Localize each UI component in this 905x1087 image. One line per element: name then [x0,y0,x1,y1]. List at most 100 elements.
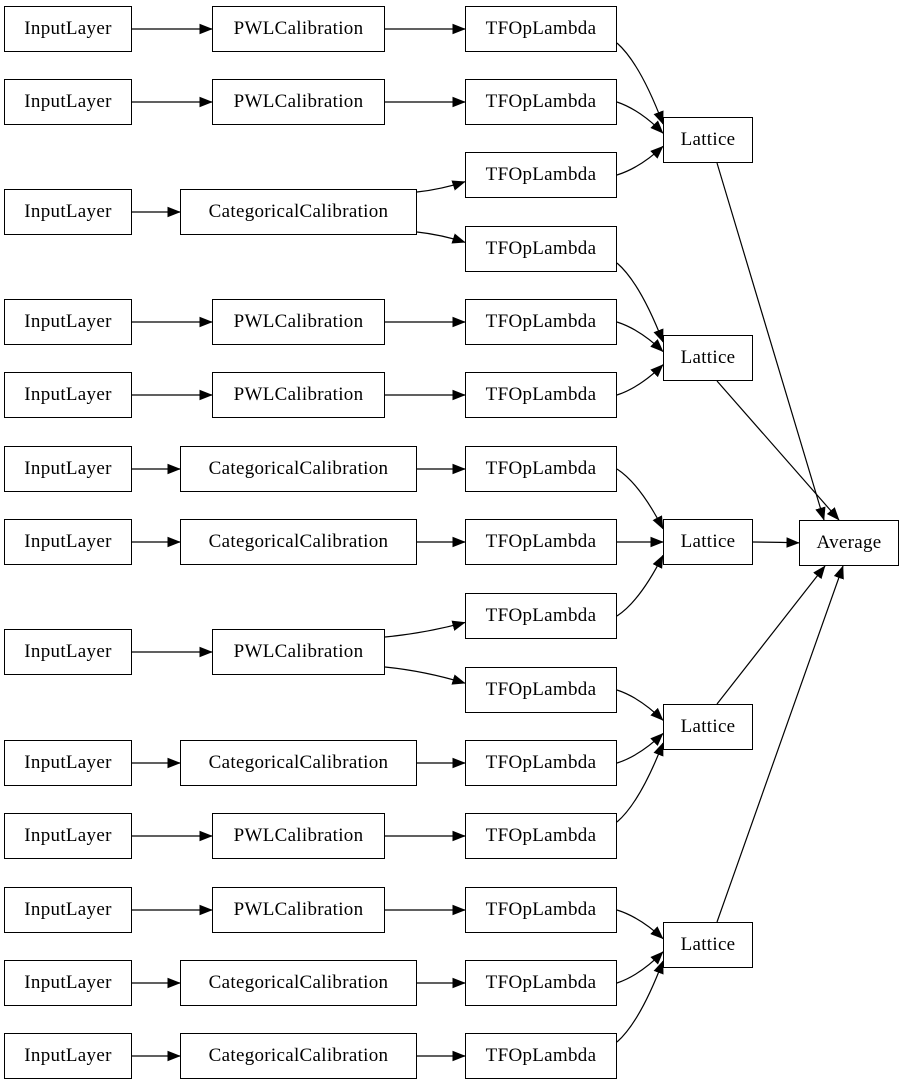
node-cal10: PWLCalibration [212,813,385,859]
node-input4: InputLayer [4,299,132,345]
edge-lambda13-to-lattice5 [616,909,664,940]
node-label-lambda15: TFOpLambda [485,1045,597,1066]
node-label-lambda3: TFOpLambda [485,164,597,185]
node-input10: InputLayer [4,813,132,859]
node-label-input9: InputLayer [24,752,112,773]
node-lambda3: TFOpLambda [465,152,617,198]
node-label-lambda13: TFOpLambda [485,899,597,920]
node-label-input2: InputLayer [24,91,112,112]
node-lambda15: TFOpLambda [465,1033,617,1079]
node-cal5: PWLCalibration [212,372,385,418]
node-label-lambda14: TFOpLambda [485,972,597,993]
edge-lambda2-to-lattice1 [616,101,664,134]
node-lambda2: TFOpLambda [465,79,617,125]
node-input9: InputLayer [4,740,132,786]
edge-lambda9-to-lattice3 [616,554,664,617]
node-input11: InputLayer [4,887,132,933]
node-label-input1: InputLayer [24,18,112,39]
edge-lambda11-to-lattice4 [616,733,664,764]
node-label-input12: InputLayer [24,972,112,993]
node-lambda14: TFOpLambda [465,960,617,1006]
node-label-lattice2: Lattice [680,347,736,368]
node-cal11: PWLCalibration [212,887,385,933]
node-label-lambda1: TFOpLambda [485,18,597,39]
edge-cal3-to-lambda3 [416,180,466,193]
node-input1: InputLayer [4,6,132,52]
edge-cal8-to-lambda9 [384,620,466,638]
edge-lambda4-to-lattice2 [616,262,664,343]
edge-lambda15-to-lattice5 [616,960,664,1043]
node-lambda1: TFOpLambda [465,6,617,52]
node-input13: InputLayer [4,1033,132,1079]
node-label-cal2: PWLCalibration [233,91,364,112]
node-label-lambda12: TFOpLambda [485,825,597,846]
node-label-cal8: PWLCalibration [233,641,364,662]
node-cal13: CategoricalCalibration [180,1033,417,1079]
node-lambda7: TFOpLambda [465,446,617,492]
node-lambda8: TFOpLambda [465,519,617,565]
node-label-cal1: PWLCalibration [233,18,364,39]
node-label-lambda10: TFOpLambda [485,679,597,700]
edge-lattice2-to-average [716,380,840,521]
node-lattice5: Lattice [663,922,753,968]
node-lambda13: TFOpLambda [465,887,617,933]
node-label-lambda11: TFOpLambda [485,752,597,773]
node-input3: InputLayer [4,189,132,235]
node-label-cal11: PWLCalibration [233,899,364,920]
node-label-input7: InputLayer [24,531,112,552]
node-lambda5: TFOpLambda [465,299,617,345]
node-cal9: CategoricalCalibration [180,740,417,786]
edge-lambda6-to-lattice2 [616,364,664,396]
edge-lambda7-to-lattice3 [616,468,664,530]
node-label-input6: InputLayer [24,458,112,479]
node-label-lambda5: TFOpLambda [485,311,597,332]
node-label-lambda8: TFOpLambda [485,531,597,552]
node-label-lambda4: TFOpLambda [485,238,597,259]
node-input2: InputLayer [4,79,132,125]
node-label-cal7: CategoricalCalibration [208,531,389,552]
edge-lambda5-to-lattice2 [616,321,664,352]
node-label-input13: InputLayer [24,1045,112,1066]
node-label-cal10: PWLCalibration [233,825,364,846]
edge-lattice3-to-average [752,537,800,548]
edge-lambda10-to-lattice4 [616,689,664,721]
node-cal12: CategoricalCalibration [180,960,417,1006]
node-label-lambda6: TFOpLambda [485,384,597,405]
node-label-cal4: PWLCalibration [233,311,364,332]
node-label-cal12: CategoricalCalibration [208,972,389,993]
node-label-cal5: PWLCalibration [233,384,364,405]
node-average: Average [799,520,899,566]
node-lambda10: TFOpLambda [465,667,617,713]
edge-lambda14-to-lattice5 [616,951,664,984]
edge-lambda12-to-lattice4 [616,742,664,823]
node-label-lattice4: Lattice [680,716,736,737]
node-label-lambda7: TFOpLambda [485,458,597,479]
node-label-lattice3: Lattice [680,531,736,552]
node-input6: InputLayer [4,446,132,492]
edge-lambda3-to-lattice1 [616,145,664,176]
node-input8: InputLayer [4,629,132,675]
edge-lattice4-to-average [716,565,826,705]
node-label-lambda9: TFOpLambda [485,605,597,626]
node-lattice4: Lattice [663,704,753,750]
node-lattice3: Lattice [663,519,753,565]
edge-lambda1-to-lattice1 [616,42,664,125]
node-cal1: PWLCalibration [212,6,385,52]
node-cal8: PWLCalibration [212,629,385,675]
node-label-lattice1: Lattice [680,129,736,150]
node-input7: InputLayer [4,519,132,565]
node-lambda4: TFOpLambda [465,226,617,272]
node-lattice1: Lattice [663,117,753,163]
node-label-cal6: CategoricalCalibration [208,458,389,479]
node-label-input10: InputLayer [24,825,112,846]
node-lambda12: TFOpLambda [465,813,617,859]
node-cal3: CategoricalCalibration [180,189,417,235]
node-label-cal9: CategoricalCalibration [208,752,389,773]
edge-cal3-to-lambda4 [416,231,466,244]
node-input5: InputLayer [4,372,132,418]
node-label-input8: InputLayer [24,641,112,662]
node-label-average: Average [816,532,882,553]
node-cal6: CategoricalCalibration [180,446,417,492]
